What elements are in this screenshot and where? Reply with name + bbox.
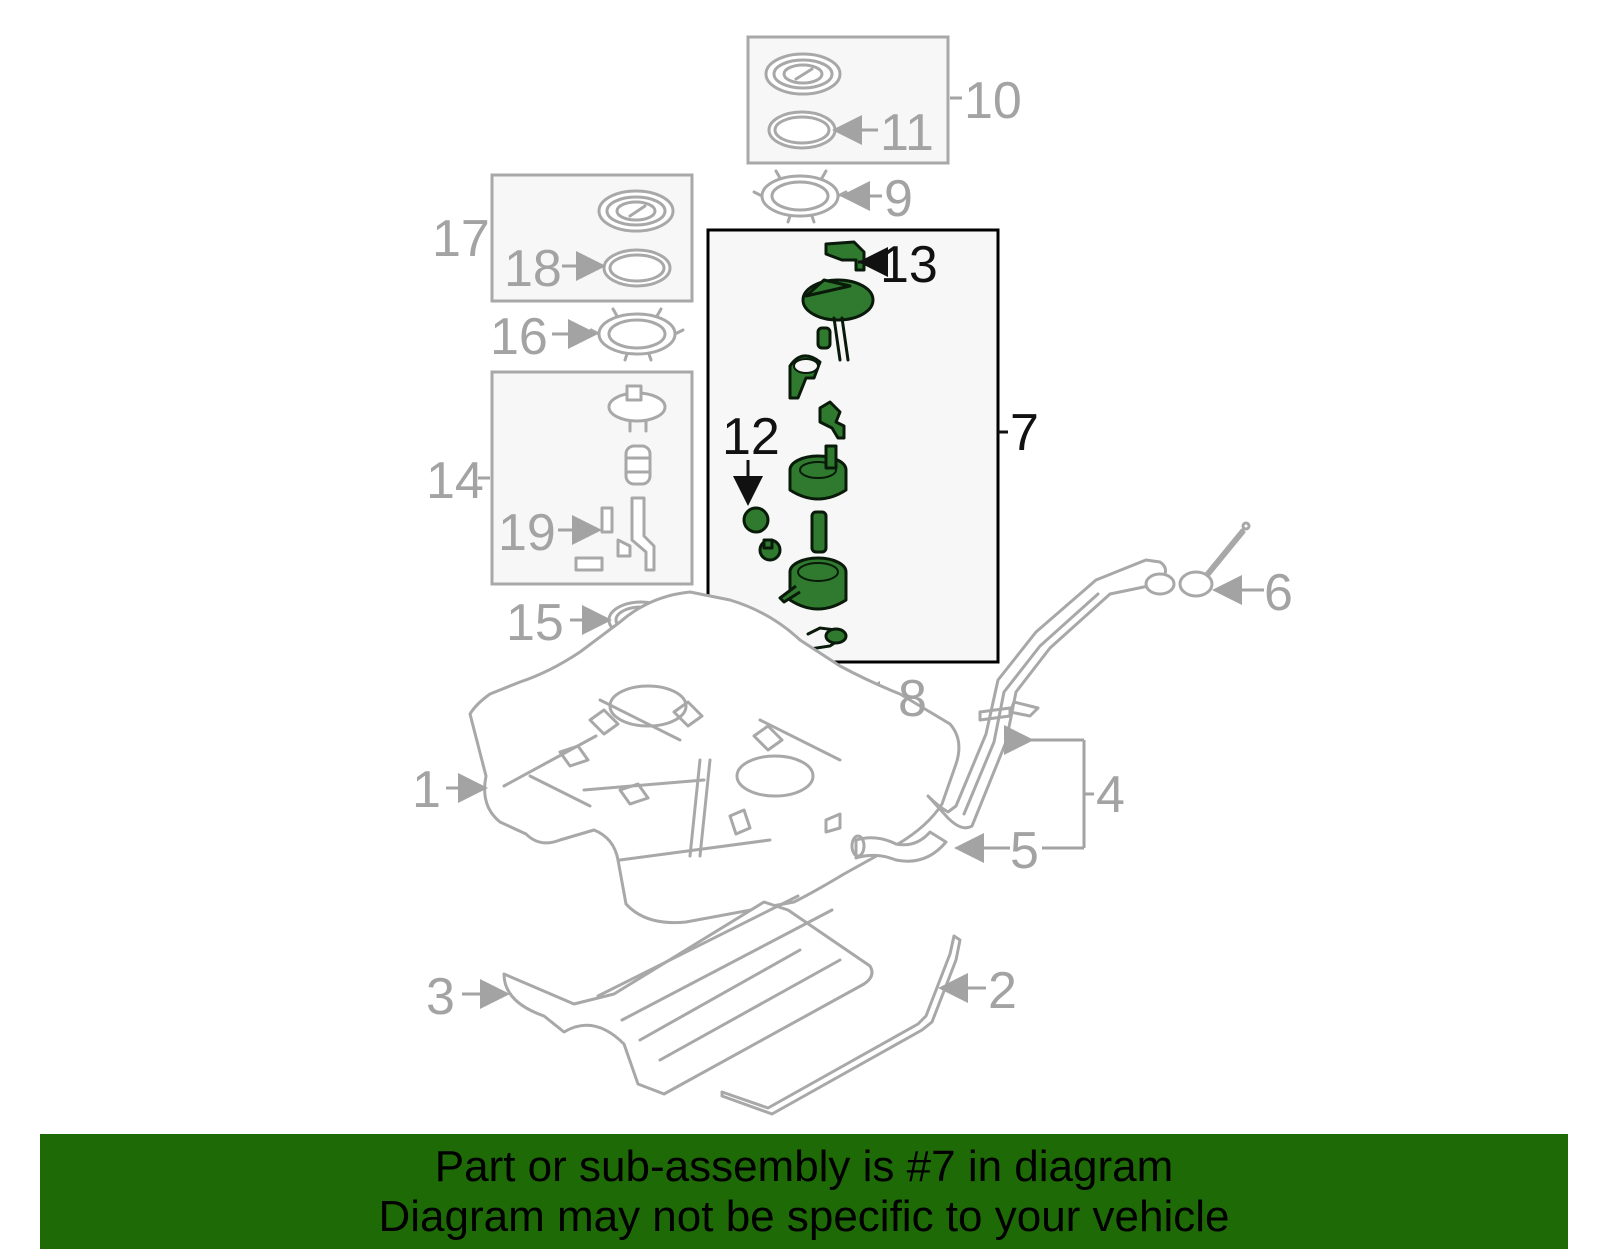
callout-11: 11 bbox=[880, 104, 934, 162]
callout-4: 4 bbox=[1096, 766, 1125, 824]
fuel-cap-6-part bbox=[1178, 521, 1251, 598]
check-valve-12-part bbox=[742, 506, 782, 562]
banner-line-2: Diagram may not be specific to your vehi… bbox=[378, 1192, 1230, 1241]
banner-line-1: Part or sub-assembly is #7 in diagram bbox=[434, 1142, 1174, 1191]
pump-clamp-part bbox=[788, 354, 822, 400]
hose-5-part bbox=[850, 830, 948, 863]
callout-5: 5 bbox=[1010, 822, 1039, 880]
fuel-tank-1-part bbox=[468, 590, 961, 925]
seal-cap-17-part bbox=[597, 189, 675, 233]
info-banner: Part or sub-assembly is #7 in diagram Di… bbox=[40, 1134, 1568, 1249]
callout-1: 1 bbox=[412, 761, 441, 819]
reservoir-bucket-part bbox=[778, 556, 848, 611]
kit-box-14 bbox=[490, 370, 694, 586]
callout-9: 9 bbox=[884, 170, 913, 228]
pump-motor-part bbox=[810, 510, 828, 554]
callout-10: 10 bbox=[964, 72, 1022, 130]
tank-strap-2-part bbox=[720, 934, 962, 1116]
lock-ring-9-part bbox=[752, 169, 848, 224]
lock-ring-16-part bbox=[589, 307, 685, 362]
heat-shield-3-part bbox=[502, 894, 874, 1096]
pump-flange-part bbox=[801, 278, 875, 362]
callout-14: 14 bbox=[426, 452, 484, 510]
callout-16: 16 bbox=[490, 308, 548, 366]
connector-13-part bbox=[824, 240, 866, 272]
callout-6: 6 bbox=[1264, 564, 1293, 622]
callout-15: 15 bbox=[506, 594, 564, 652]
gasket-11-part bbox=[767, 110, 837, 150]
callout-17: 17 bbox=[432, 210, 490, 268]
callout-12: 12 bbox=[722, 408, 780, 466]
callout-19: 19 bbox=[498, 504, 556, 562]
gasket-18-part bbox=[602, 248, 672, 288]
filter-part bbox=[624, 444, 652, 486]
callout-13: 13 bbox=[880, 236, 938, 294]
highlight-box-7 bbox=[706, 228, 1000, 664]
callout-7: 7 bbox=[1010, 404, 1039, 462]
pump-housing-part bbox=[788, 444, 848, 501]
callout-8: 8 bbox=[898, 670, 927, 728]
pressure-regulator-part bbox=[818, 400, 846, 440]
callout-2: 2 bbox=[988, 962, 1017, 1020]
kit-box-10 bbox=[746, 35, 950, 165]
callout-18: 18 bbox=[504, 240, 562, 298]
seal-cap-part bbox=[764, 52, 842, 96]
filler-pipe-4-part bbox=[926, 558, 1176, 830]
sender-unit-part bbox=[607, 384, 667, 433]
callout-3: 3 bbox=[426, 968, 455, 1026]
bracket-19-part bbox=[574, 496, 656, 572]
